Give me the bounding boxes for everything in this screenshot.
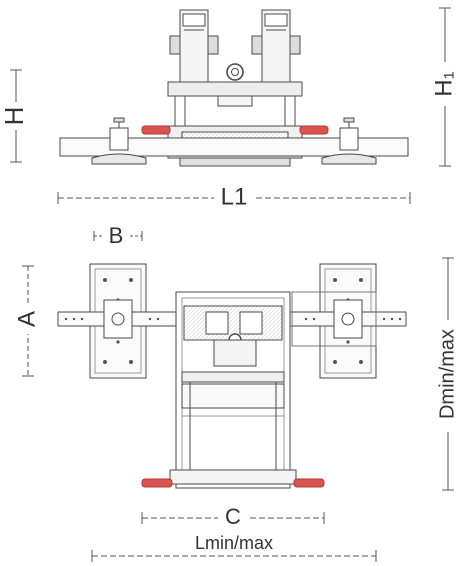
bottom-left-red-handle: [141, 478, 173, 488]
dimension-Lminmax: [91, 550, 377, 562]
left-mount-block: [103, 299, 133, 339]
label-L1: L1: [221, 183, 248, 210]
right-adjust-frame: [291, 291, 377, 347]
label-B: B: [109, 223, 124, 248]
label-Lminmax: Lmin/max: [195, 533, 273, 553]
left-suction-pad: [91, 153, 147, 165]
label-Dminmax: Dmin/max: [436, 329, 458, 419]
bottom-right-red-handle: [293, 478, 325, 488]
dimension-B: [93, 231, 143, 241]
right-suction-pad: [321, 153, 377, 165]
dimension-A: [22, 265, 34, 377]
label-A: A: [13, 311, 40, 327]
center-pad: [179, 157, 291, 167]
label-C: C: [225, 504, 241, 529]
left-pad-mount: [109, 127, 129, 151]
left-red-handle: [141, 125, 171, 135]
main-beam: [59, 137, 409, 157]
right-red-handle: [299, 125, 329, 135]
side-view: [59, 9, 409, 167]
upper-crossbar: [167, 81, 303, 97]
right-pad-mount: [339, 127, 359, 151]
label-H: H: [0, 107, 29, 126]
top-view: [57, 263, 407, 489]
label-H1: H₁: [430, 71, 457, 96]
